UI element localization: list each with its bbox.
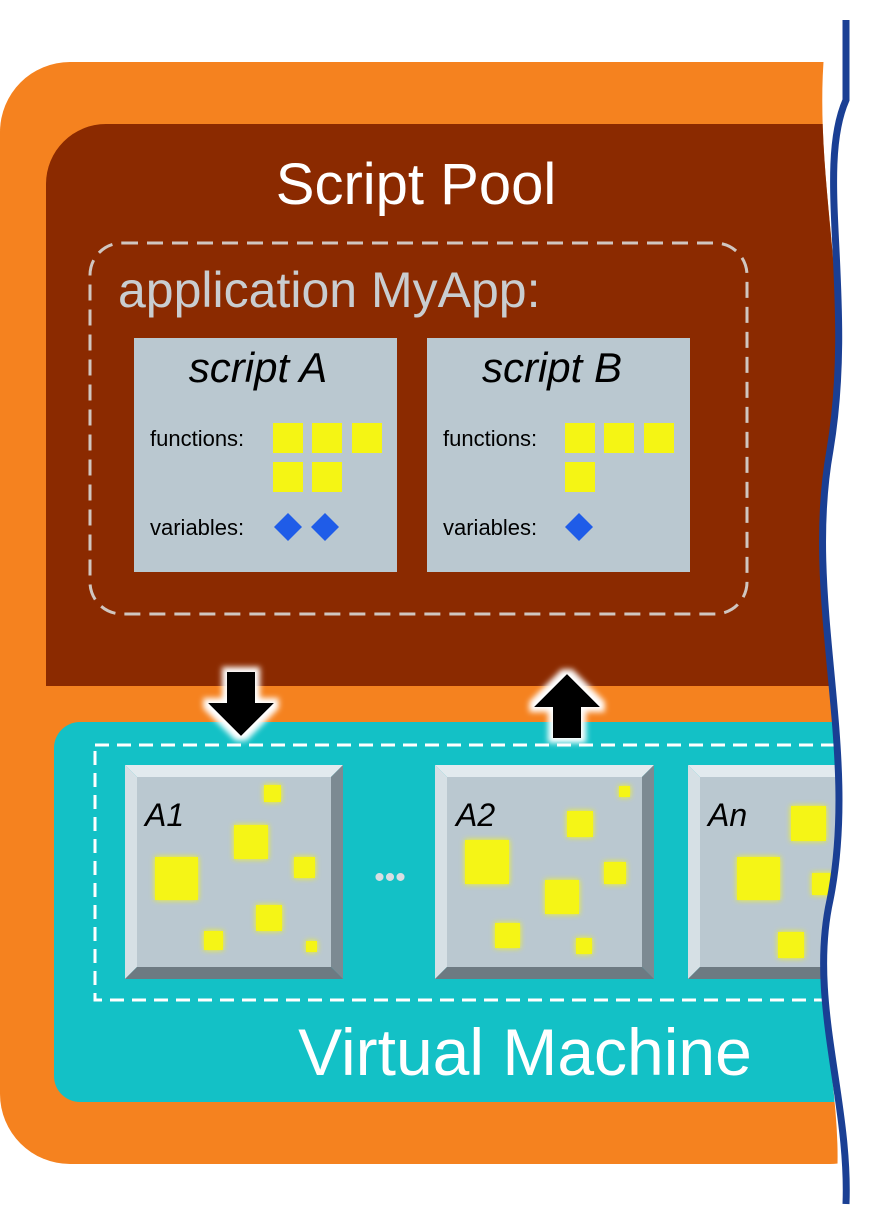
arrow-up-icon bbox=[534, 674, 600, 738]
function-square bbox=[565, 462, 595, 492]
function-square bbox=[312, 423, 342, 453]
function-square bbox=[565, 423, 595, 453]
variable-diamonds bbox=[565, 513, 593, 541]
function-square bbox=[312, 462, 342, 492]
variable-diamond bbox=[311, 513, 339, 541]
script-name: script B bbox=[482, 344, 622, 391]
variables-label: variables: bbox=[443, 515, 537, 540]
function-square bbox=[273, 423, 303, 453]
functions-label: functions: bbox=[443, 426, 537, 451]
function-square bbox=[273, 462, 303, 492]
instance-label: An bbox=[706, 797, 747, 833]
function-squares bbox=[273, 423, 382, 492]
virtual-machine-title: Virtual Machine bbox=[298, 1015, 752, 1089]
script-pool-title: Script Pool bbox=[276, 152, 556, 217]
arrow-down-icon bbox=[208, 672, 274, 736]
function-square bbox=[352, 423, 382, 453]
script-card-a: script A functions: variables: bbox=[134, 338, 397, 572]
instance-container bbox=[93, 743, 838, 1002]
variable-diamond bbox=[565, 513, 593, 541]
functions-label: functions: bbox=[150, 426, 244, 451]
instance-label: A1 bbox=[143, 797, 184, 833]
instance-an: An bbox=[688, 765, 838, 979]
script-card-b: script B functions: variables: bbox=[427, 338, 690, 572]
instance-label: A2 bbox=[454, 797, 495, 833]
script-name: script A bbox=[189, 344, 327, 391]
instance-a2: A2 bbox=[435, 765, 654, 979]
variable-diamond bbox=[274, 513, 302, 541]
variable-diamonds bbox=[274, 513, 339, 541]
instance-a1: A1 bbox=[125, 765, 343, 979]
variables-label: variables: bbox=[150, 515, 244, 540]
function-square bbox=[604, 423, 634, 453]
ellipsis: ••• bbox=[374, 861, 406, 894]
function-squares bbox=[565, 423, 674, 492]
function-square bbox=[644, 423, 674, 453]
application-label: application MyApp: bbox=[118, 262, 540, 318]
wavy-edge bbox=[819, 20, 850, 1205]
